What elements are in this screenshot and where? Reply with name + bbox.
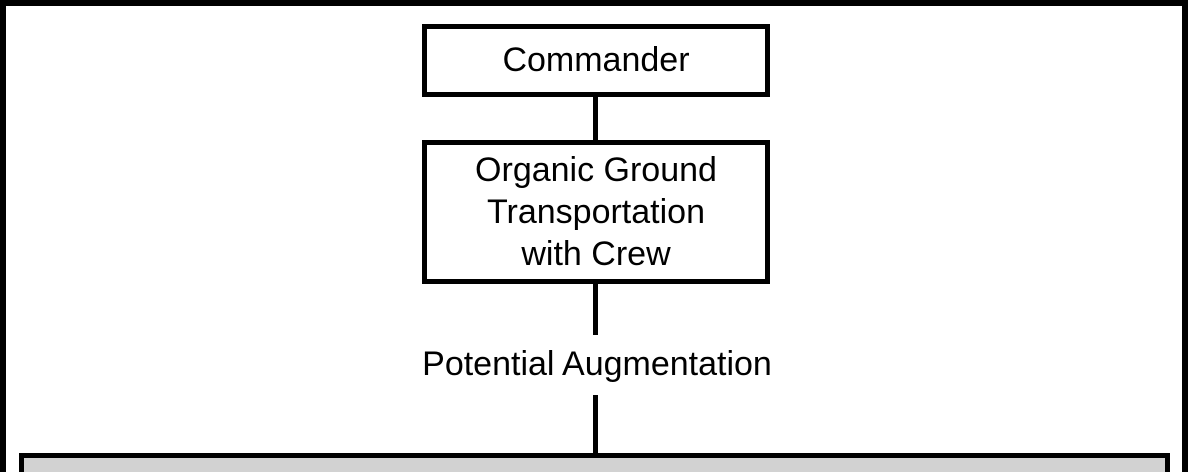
- organic-ground-transportation-label: Organic Ground Transportation with Crew: [475, 150, 717, 274]
- commander-box: Commander: [422, 24, 770, 97]
- connector-commander-to-organic: [593, 97, 598, 140]
- potential-augmentation-label: Potential Augmentation: [297, 341, 897, 387]
- augmentation-panel: [19, 453, 1170, 472]
- potential-augmentation-text: Potential Augmentation: [422, 344, 772, 383]
- connector-augmentation-to-panel-lower: [593, 395, 598, 453]
- connector-organic-to-augmentation-upper: [593, 284, 598, 335]
- organic-ground-transportation-box: Organic Ground Transportation with Crew: [422, 140, 770, 284]
- commander-label: Commander: [502, 41, 690, 80]
